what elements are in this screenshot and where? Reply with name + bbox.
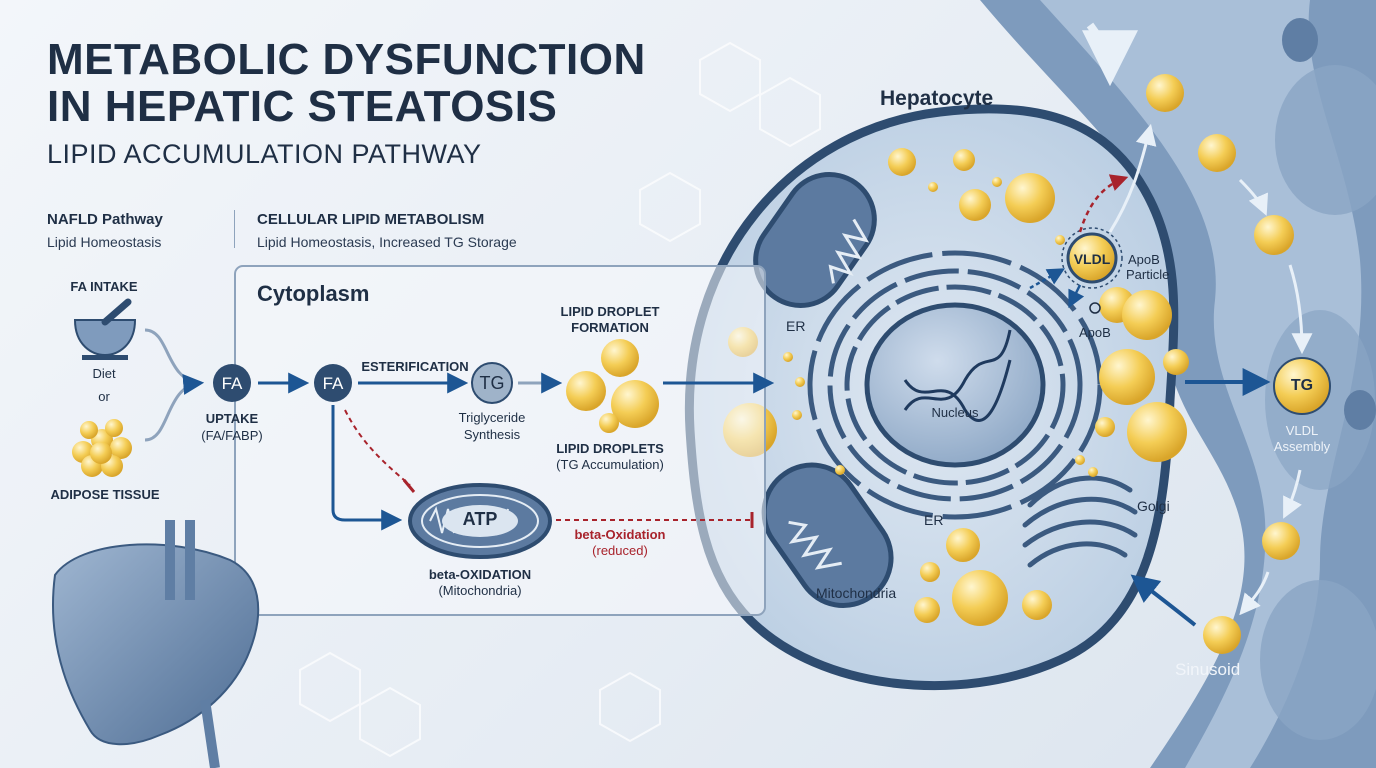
neighbor-cell: [1275, 65, 1376, 215]
esterification-label: ESTERIFICATION: [361, 359, 469, 374]
liver-icon: [52, 520, 260, 768]
vldl-particle: [1066, 232, 1118, 284]
vldl-assembly-label-2: Assembly: [1273, 439, 1331, 454]
nucleus: [864, 302, 1046, 468]
background-hexagons: [299, 41, 821, 758]
tg-synthesis-label-2: Synthesis: [463, 427, 521, 442]
cytoplasm-label: Cytoplasm: [257, 281, 370, 306]
neighbor-nucleus: [1344, 390, 1376, 430]
fa-node-label: FA: [322, 374, 344, 393]
subtitle: LIPID ACCUMULATION PATHWAY: [47, 139, 482, 169]
er-top-label: ER: [786, 318, 806, 334]
sinusoid-lipid-particles: [1146, 74, 1300, 654]
sinusoid-tg-node: [1273, 357, 1331, 415]
mitochondria-paren-label: (Mitochondria): [438, 583, 522, 598]
nucleus-label: Nucleus: [931, 405, 979, 420]
header-left-sub: Lipid Homeostasis: [47, 234, 162, 250]
adipose-label: ADIPOSE TISSUE: [50, 487, 160, 502]
sinusoid-flow-arrow: [1081, 22, 1138, 87]
dna-helix-icon: [903, 329, 1012, 422]
golgi-label: Golgi: [1137, 498, 1170, 514]
lipid-droplets-label: LIPID DROPLETS: [556, 441, 664, 456]
tg-node: [471, 362, 513, 404]
atp-label: ATP: [462, 509, 498, 529]
tg-synthesis-label-1: Triglyceride: [458, 410, 526, 425]
tg-node-label: TG: [479, 373, 505, 393]
mortar-pestle-icon: [73, 298, 137, 360]
diet-label: Diet: [92, 366, 116, 381]
title-line-1: METABOLIC DYSFUNCTION: [47, 35, 646, 84]
mitochondrion-atp: [408, 483, 552, 559]
adipose-tissue-icon: [72, 419, 132, 477]
or-label: or: [98, 389, 110, 404]
apob-label: ApoB: [1079, 325, 1111, 340]
apob-particle-label-2: Particle: [1126, 267, 1170, 282]
apob-particle-label-1: ApoB: [1128, 252, 1160, 267]
er-bottom-label: ER: [924, 512, 944, 528]
header-left-title: NAFLD Pathway: [47, 211, 163, 228]
tg-accumulation-label: (TG Accumulation): [556, 457, 664, 472]
mitochondrion-top: [753, 172, 877, 308]
beta-oxidation-label: beta-OXIDATION: [428, 567, 532, 582]
fa-node: [314, 364, 352, 402]
vldl-label: VLDL: [1073, 251, 1111, 267]
droplet-formation-label-1: LIPID DROPLET: [560, 304, 660, 319]
title-line-2: IN HEPATIC STEATOSIS: [47, 82, 558, 131]
header-right-title: CELLULAR LIPID METABOLISM: [257, 211, 485, 228]
uptake-sublabel: (FA/FABP): [201, 428, 263, 443]
uptake-label: UPTAKE: [205, 411, 259, 426]
mitochondrion-bottom: [761, 462, 894, 609]
mitochondria-label: Mitochondria: [816, 585, 897, 601]
sinusoid-label: Sinusoid: [1175, 660, 1241, 679]
fa-intake-label: FA INTAKE: [70, 279, 138, 294]
lipid-droplet-cluster: [566, 339, 659, 433]
er-rings: [807, 250, 1103, 520]
neighbor-cell: [1260, 580, 1376, 740]
fa-uptake-node: [213, 364, 251, 402]
reduced-label: (reduced): [592, 543, 648, 558]
sinusoid-tg-label: TG: [1290, 377, 1314, 394]
header-right-sub: Lipid Homeostasis, Increased TG Storage: [257, 234, 517, 250]
golgi-apparatus: [1022, 475, 1138, 568]
vldl-export-arrow: [1078, 174, 1129, 233]
neighbor-nucleus: [1282, 18, 1318, 62]
header-divider: [234, 210, 235, 248]
vldl-assembly-label-1: VLDL: [1285, 423, 1319, 438]
beta-oxidation-reduced-label: beta-Oxidation: [574, 527, 666, 542]
hepatocyte-label: Hepatocyte: [880, 87, 994, 110]
droplet-formation-label-2: FORMATION: [571, 320, 649, 335]
apob-icon: [1089, 302, 1101, 314]
fa-uptake-node-label: FA: [221, 374, 243, 393]
sinusoid-lumen: [1040, 0, 1362, 768]
